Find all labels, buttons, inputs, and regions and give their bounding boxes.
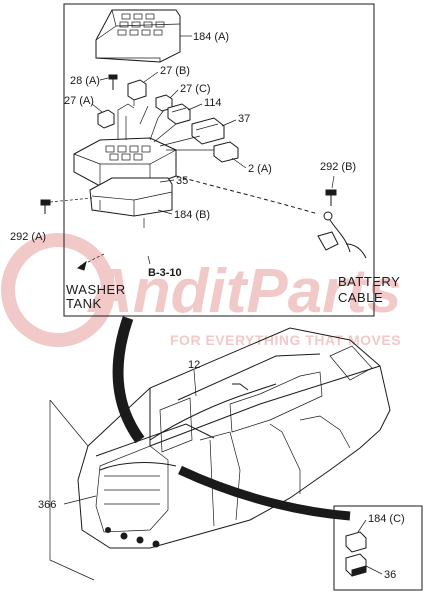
detail-frame-lower — [333, 505, 423, 591]
screw-292a — [40, 199, 51, 214]
callout-366: 366 — [38, 499, 56, 511]
callout-37: 37 — [238, 113, 250, 125]
label-battery: BATTERY — [338, 274, 400, 289]
relay-184c — [345, 531, 367, 553]
callout-12: 12 — [188, 359, 200, 371]
ref-b-3-10: B-3-10 — [148, 267, 182, 279]
watermark-brand: AnditParts — [86, 257, 401, 326]
callout-292a: 292 (A) — [10, 231, 46, 243]
callout-114: 114 — [204, 97, 222, 109]
callout-184b: 184 (B) — [174, 209, 210, 221]
relay-box-lid — [95, 9, 181, 63]
label-washer: WASHER — [66, 282, 126, 297]
leader-upper — [112, 316, 145, 444]
callout-27a: 27 (A) — [64, 95, 94, 107]
relay-36 — [345, 553, 367, 577]
label-battery-cable: CABLE — [338, 290, 383, 305]
screw-28a — [108, 74, 118, 90]
detail-frame-upper — [63, 3, 375, 317]
callout-28a: 28 (A) — [70, 75, 100, 87]
connector-37 — [191, 117, 225, 145]
leader-lower — [178, 465, 351, 521]
screw-292b — [325, 189, 337, 206]
washer-hose — [108, 222, 150, 254]
watermark-logo-ring — [1, 233, 115, 347]
callout-2a: 2 (A) — [248, 163, 272, 175]
relay-27a — [97, 109, 115, 129]
watermark-tagline: FOR EVERYTHING THAT MOVES — [170, 332, 401, 348]
callout-184c: 184 (C) — [368, 513, 405, 525]
connector-2a — [213, 141, 239, 163]
callout-27b: 27 (B) — [160, 65, 190, 77]
relay-box-lower-case — [89, 177, 173, 217]
callout-184a: 184 (A) — [193, 31, 229, 43]
harness-12 — [149, 383, 277, 441]
relay-box-body — [73, 103, 177, 187]
label-washer-tank: TANK — [66, 296, 102, 311]
callout-292b: 292 (B) — [320, 161, 356, 173]
watermark: AnditParts FOR EVERYTHING THAT MOVES — [1, 233, 401, 348]
callout-27c: 27 (C) — [180, 83, 211, 95]
callout-36: 36 — [384, 569, 396, 581]
battery-cable — [317, 211, 367, 259]
relay-27b — [127, 79, 147, 106]
vehicle-body — [77, 327, 391, 549]
